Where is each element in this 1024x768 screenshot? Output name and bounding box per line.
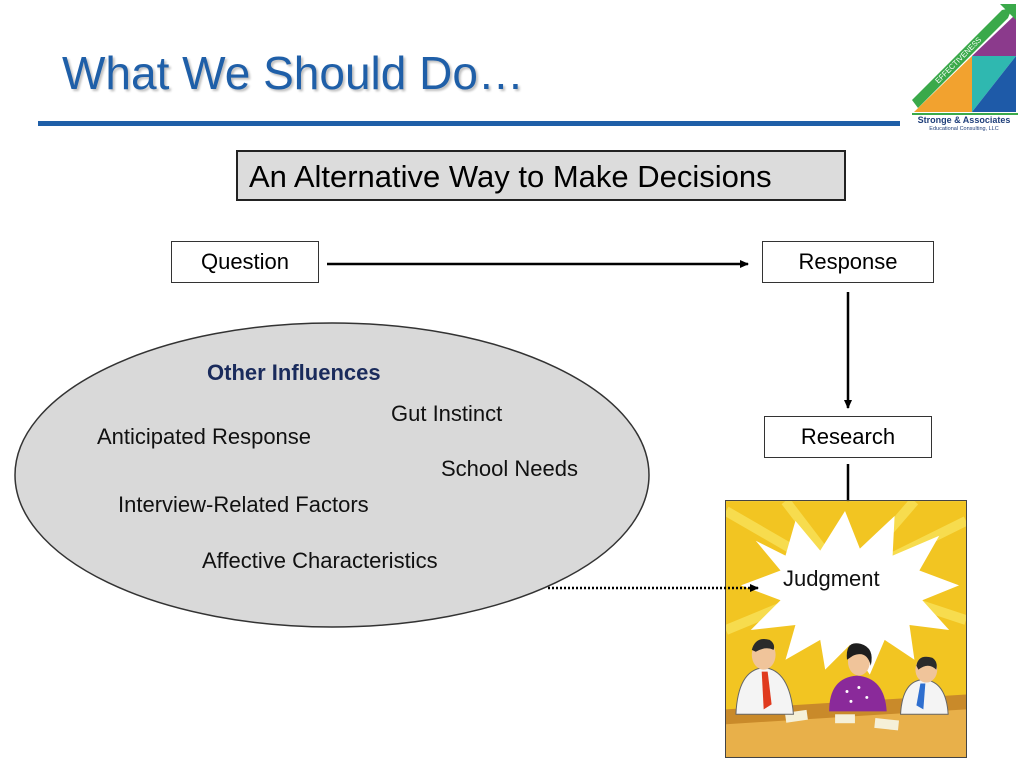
influence-item: School Needs <box>441 456 578 481</box>
influence-item: Affective Characteristics <box>202 548 438 573</box>
logo-orange-triangle <box>914 56 972 112</box>
logo-tagline: Educational Consulting, LLC <box>929 126 998 132</box>
logo-company-name: Stronge & Associates <box>918 115 1011 125</box>
logo-purple-triangle <box>972 14 1016 56</box>
other-influences-title: Other Influences <box>207 360 381 385</box>
logo-arrow-head <box>1000 4 1016 20</box>
speech-burst <box>740 510 960 675</box>
influence-item: Anticipated Response <box>97 424 312 449</box>
slide-title: What We Should Do… <box>62 47 524 99</box>
influences-ellipse <box>14 322 650 628</box>
meeting-illustration <box>725 500 967 758</box>
judgment-label: Judgment <box>783 566 880 591</box>
response-box: Response <box>762 241 934 283</box>
title-divider <box>38 121 900 126</box>
subtitle-box: An Alternative Way to Make Decisions <box>236 150 846 201</box>
research-box: Research <box>764 416 932 458</box>
logo-blue-triangle <box>972 56 1016 112</box>
company-logo: EFFECTIVENESS Stronge & Associates Educa… <box>912 4 1018 132</box>
question-box: Question <box>171 241 319 283</box>
logo-green-arrow <box>912 8 1012 108</box>
influence-item: Gut Instinct <box>391 401 503 426</box>
influence-item: Interview-Related Factors <box>118 492 369 517</box>
